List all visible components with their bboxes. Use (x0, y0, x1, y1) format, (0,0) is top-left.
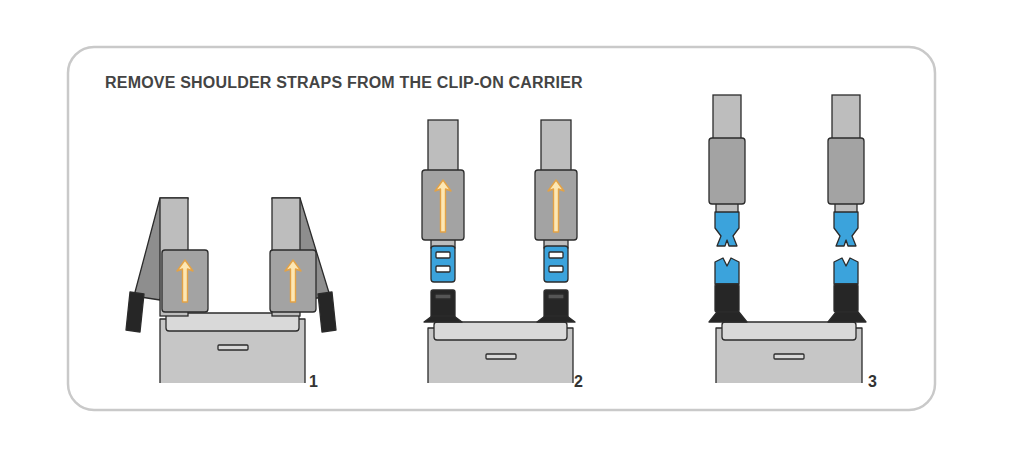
buckle (126, 292, 144, 332)
step-number: 2 (574, 373, 583, 391)
carrier-label (218, 345, 248, 350)
buckle-slot (436, 266, 450, 272)
strap-anchor (709, 312, 747, 322)
shoulder-pad (270, 250, 316, 312)
buckle-slot (549, 266, 563, 272)
shoulder-pad (162, 250, 208, 312)
direction-arrow (435, 180, 451, 232)
buckle-slot (548, 294, 564, 299)
carrier-rim (434, 322, 567, 340)
shoulder-pad (535, 170, 577, 240)
strap-anchor (828, 312, 866, 322)
step-number: 3 (868, 373, 877, 391)
shoulder-pad (422, 170, 464, 240)
buckle-female (544, 290, 568, 318)
panel-frame (68, 47, 935, 410)
buckle (318, 292, 336, 332)
step-3-figure (709, 95, 866, 383)
direction-arrow (285, 260, 301, 302)
carrier-label (486, 354, 516, 359)
step-1-figure (126, 198, 336, 383)
shoulder-strap (832, 95, 860, 143)
direction-arrow (177, 260, 193, 302)
buckle-male-clip (834, 212, 858, 246)
step-number: 1 (309, 373, 318, 391)
buckle-female (431, 290, 455, 318)
strap-anchor (424, 316, 462, 322)
buckle-female (834, 284, 858, 312)
carrier-rim (722, 322, 856, 340)
buckle-male (544, 246, 568, 282)
buckle-female-prongs (834, 258, 858, 284)
shoulder-strap (713, 95, 741, 143)
buckle-slot (436, 252, 450, 258)
buckle-female-prongs (715, 258, 739, 284)
buckle-slot (435, 294, 451, 299)
buckle-slot (549, 252, 563, 258)
shoulder-pad (709, 138, 745, 204)
step-2-figure (422, 120, 577, 383)
buckle-male (431, 246, 455, 282)
direction-arrow (548, 180, 564, 232)
buckle-female (715, 284, 739, 312)
buckle-male-clip (715, 212, 739, 246)
diagram-title: REMOVE SHOULDER STRAPS FROM THE CLIP-ON … (105, 74, 583, 92)
carrier-label (774, 354, 804, 359)
shoulder-pad (828, 138, 864, 204)
strap-anchor (537, 316, 575, 322)
